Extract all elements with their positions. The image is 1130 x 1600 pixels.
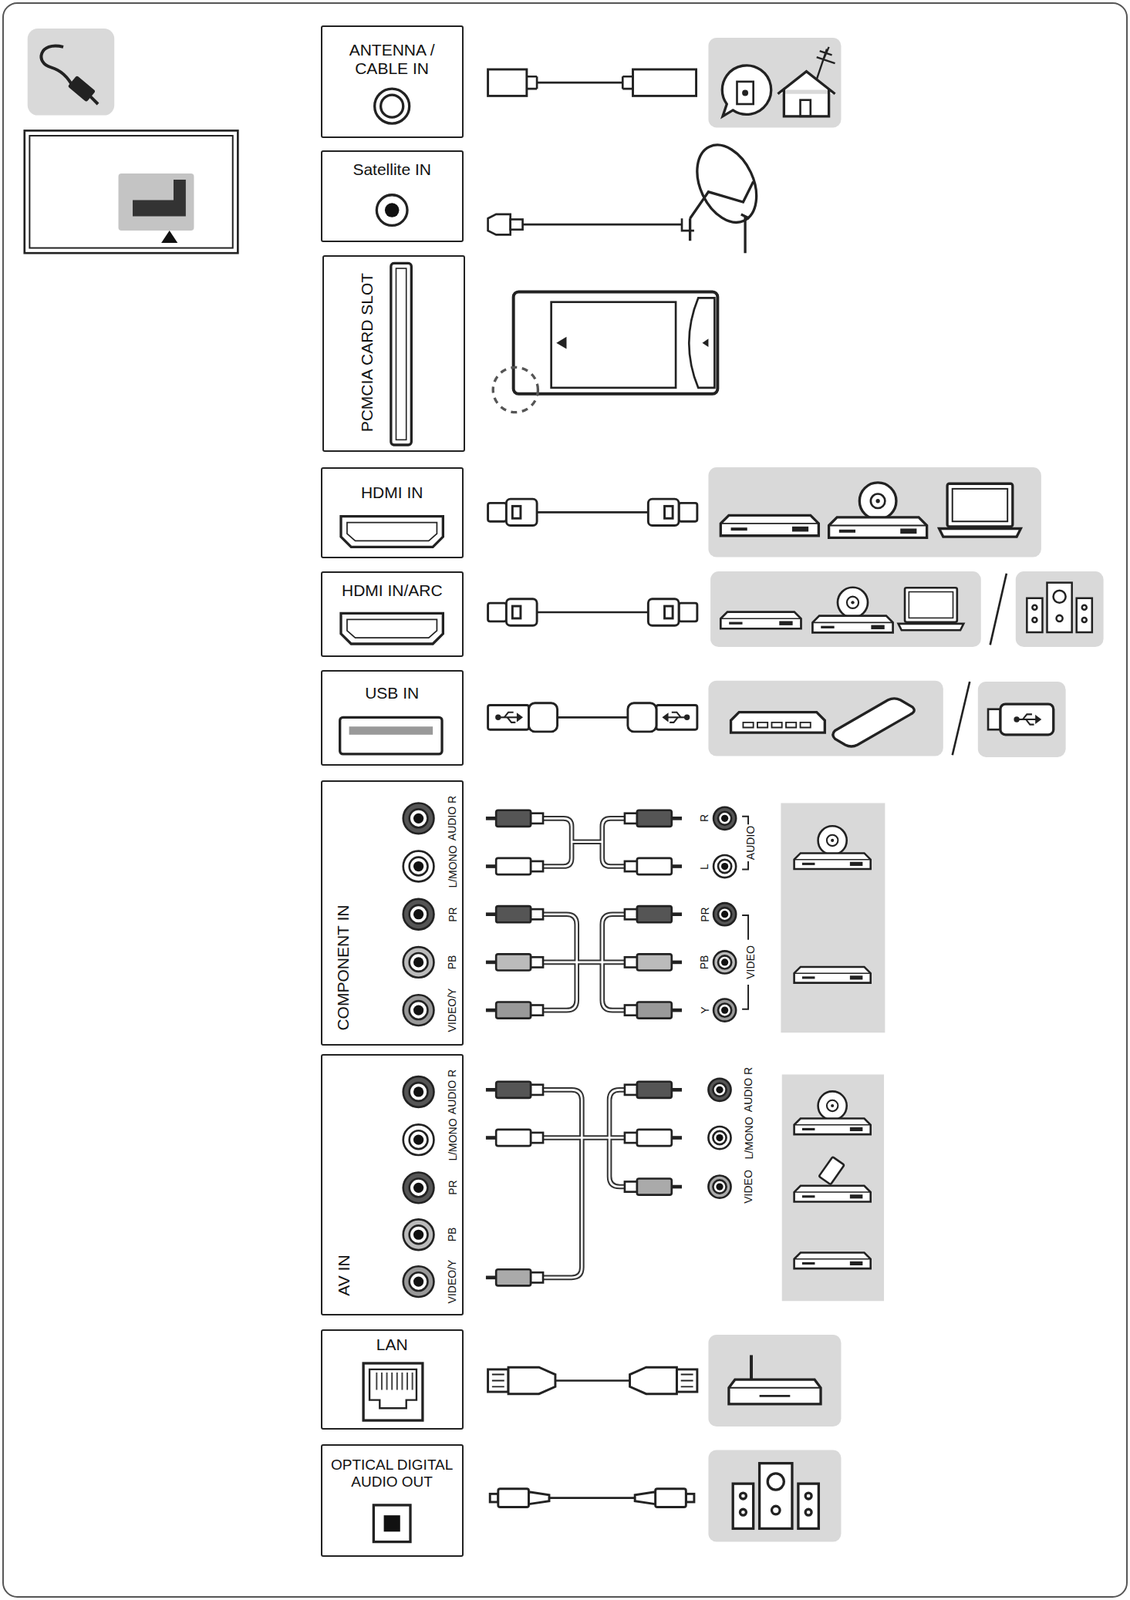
jack-label: VIDEO/Y (446, 1260, 458, 1305)
port-box: PCMCIA CARD SLOT (322, 255, 466, 452)
port-box: Satellite IN (320, 150, 464, 243)
jack-label: AUDIO R (446, 1069, 458, 1115)
port-label: USB IN (325, 684, 459, 703)
port-box: OPTICAL DIGITAL AUDIO OUT (320, 1444, 464, 1559)
jack-label: PB (698, 955, 710, 971)
port-box: AV IN (320, 1054, 464, 1316)
jack-label: L/MONO (742, 1116, 754, 1160)
port-label: AV IN (334, 1255, 354, 1297)
jack-label: PR (698, 907, 710, 922)
port-box: HDMI IN (320, 467, 464, 559)
jack-label: L/MONO (446, 1119, 458, 1162)
port-label: OPTICAL DIGITAL AUDIO OUT (322, 1457, 462, 1491)
jack-label: AUDIO (745, 826, 756, 861)
jack-label: PB (446, 955, 458, 971)
port-label: LAN (325, 1335, 459, 1355)
port-label: PCMCIA CARD SLOT (357, 272, 377, 432)
port-label: COMPONENT IN (334, 904, 354, 1031)
port-label: ANTENNA / CABLE IN (330, 40, 454, 78)
port-label: Satellite IN (325, 160, 459, 179)
jack-label: AUDIO R (446, 796, 458, 841)
port-box: COMPONENT IN (320, 780, 464, 1046)
jack-label: R (698, 814, 710, 823)
jack-label: AUDIO R (742, 1067, 754, 1113)
jack-label: VIDEO/Y (446, 988, 458, 1033)
jack-label: L (698, 863, 710, 871)
jack-label: L/MONO (446, 845, 458, 888)
port-label: HDMI IN/ARC (323, 581, 461, 601)
port-box: USB IN (320, 670, 464, 766)
jack-label: PR (446, 1180, 458, 1196)
port-label: HDMI IN (325, 483, 459, 503)
port-box: LAN (320, 1329, 464, 1431)
port-box: HDMI IN/ARC (320, 571, 464, 658)
jack-label: Y (698, 1006, 710, 1014)
jack-label: PR (446, 907, 458, 922)
jack-label: VIDEO (742, 1170, 754, 1205)
port-box: ANTENNA / CABLE IN (320, 25, 464, 139)
jack-label: PB (446, 1227, 458, 1243)
jack-label: VIDEO (744, 945, 756, 980)
